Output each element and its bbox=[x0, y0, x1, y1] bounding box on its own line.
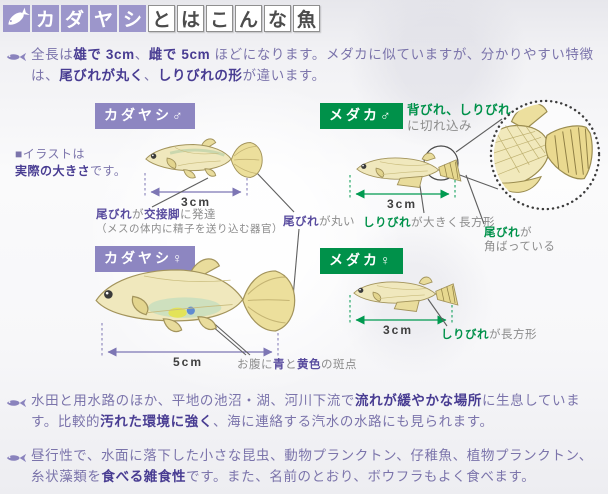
annotation-line: 尾びれが交接脚に発達 bbox=[96, 209, 216, 221]
diet-text: 昼行性で、水面に落下した小さな昆虫、動物プランクトン、仔稚魚、植物プランクトン、… bbox=[31, 448, 593, 484]
annotation-kadayashi-tail-round: 尾びれが丸い bbox=[283, 215, 355, 229]
annotation-line: 尾びれが丸い bbox=[283, 216, 355, 228]
title-char: こ bbox=[206, 5, 233, 32]
annotation-line: （メスの体内に精子を送り込む器官） bbox=[96, 223, 283, 235]
fish-bullet-icon bbox=[5, 390, 28, 432]
fish-bullet-icon bbox=[5, 44, 28, 86]
title-char: ヤ bbox=[90, 5, 117, 32]
measure-label-kadayashi-female: 5cm bbox=[172, 355, 204, 369]
intro-text: 全長は雄で 3cm、雌で 5cm ほどになります。メダカに似ていますが、分かりや… bbox=[31, 47, 594, 83]
title-char: ダ bbox=[61, 5, 88, 32]
title-char: 魚 bbox=[293, 5, 320, 32]
annotation-kadayashi-belly-spots: お腹に青と黄色の斑点 bbox=[237, 358, 357, 372]
actual-size-note-line2: 実際の大きさです。 bbox=[15, 164, 127, 178]
label-medaka-male: メダカ♂ bbox=[320, 103, 403, 129]
title-char: は bbox=[177, 5, 204, 32]
title-char: と bbox=[148, 5, 175, 32]
annotation-medaka-anal-male: しりびれが大きく長方形 bbox=[363, 216, 495, 230]
annotation-line: に切れ込み bbox=[407, 119, 473, 133]
fish-icon bbox=[3, 5, 30, 32]
magnified-tail-view bbox=[489, 99, 601, 211]
actual-size-note-line1: ■イラストは bbox=[15, 147, 86, 161]
annotation-line: お腹に青と黄色の斑点 bbox=[237, 359, 357, 371]
diet-paragraph: 昼行性で、水面に落下した小さな昆虫、動物プランクトン、仔稚魚、植物プランクトン、… bbox=[5, 445, 599, 487]
measure-label-medaka-male: 3cm bbox=[386, 197, 418, 211]
measure-label-kadayashi-male: 3cm bbox=[180, 195, 212, 209]
fish-illustration-kadayashi-female bbox=[88, 253, 312, 351]
annotation-line: しりびれが長方形 bbox=[441, 329, 537, 341]
annotation-line: 角ばっている bbox=[484, 241, 556, 253]
annotation-medaka-fin-notch: 背びれ、しりびれ に切れ込み bbox=[407, 102, 511, 134]
intro-paragraph: 全長は雄で 3cm、雌で 5cm ほどになります。メダカに似ていますが、分かりや… bbox=[5, 44, 599, 86]
fish-bullet-icon bbox=[5, 445, 28, 487]
fish-illustration-medaka-male bbox=[346, 147, 480, 193]
annotation-line: 背びれ、しりびれ bbox=[407, 103, 512, 117]
title-char: な bbox=[264, 5, 291, 32]
label-medaka-female: メダカ♀ bbox=[320, 248, 403, 274]
actual-size-note: ■イラストは 実際の大きさです。 bbox=[15, 146, 145, 180]
habitat-paragraph: 水田と用水路のほか、平地の池沼・湖、河川下流で流れが緩やかな場所に生息しています… bbox=[5, 390, 599, 432]
measure-label-medaka-female: 3cm bbox=[382, 323, 414, 337]
page-title: カ ダ ヤ シ と は こ ん な 魚 bbox=[3, 5, 322, 32]
label-kadayashi-female: カダヤシ♀ bbox=[95, 246, 195, 272]
annotation-medaka-anal-female: しりびれが長方形 bbox=[441, 328, 537, 342]
title-char: カ bbox=[32, 5, 59, 32]
fish-illustration-medaka-female bbox=[347, 271, 473, 317]
label-kadayashi-male: カダヤシ♂ bbox=[95, 103, 195, 129]
annotation-line: しりびれが大きく長方形 bbox=[363, 217, 495, 229]
title-char: ん bbox=[235, 5, 262, 32]
annotation-medaka-tail-square: 尾びれが 角ばっている bbox=[484, 226, 555, 254]
fish-comparison-diagram: カダヤシ♂ カダヤシ♀ メダカ♂ メダカ♀ ■イラストは 実際の大きさです。 bbox=[0, 95, 608, 387]
fish-illustration-kadayashi-male bbox=[141, 133, 269, 187]
habitat-text: 水田と用水路のほか、平地の池沼・湖、河川下流で流れが緩やかな場所に生息しています… bbox=[31, 393, 581, 429]
title-char: シ bbox=[119, 5, 146, 32]
annotation-line: 尾びれが bbox=[484, 227, 532, 239]
annotation-kadayashi-tail-male: 尾びれが交接脚に発達 （メスの体内に精子を送り込む器官） bbox=[96, 208, 283, 236]
